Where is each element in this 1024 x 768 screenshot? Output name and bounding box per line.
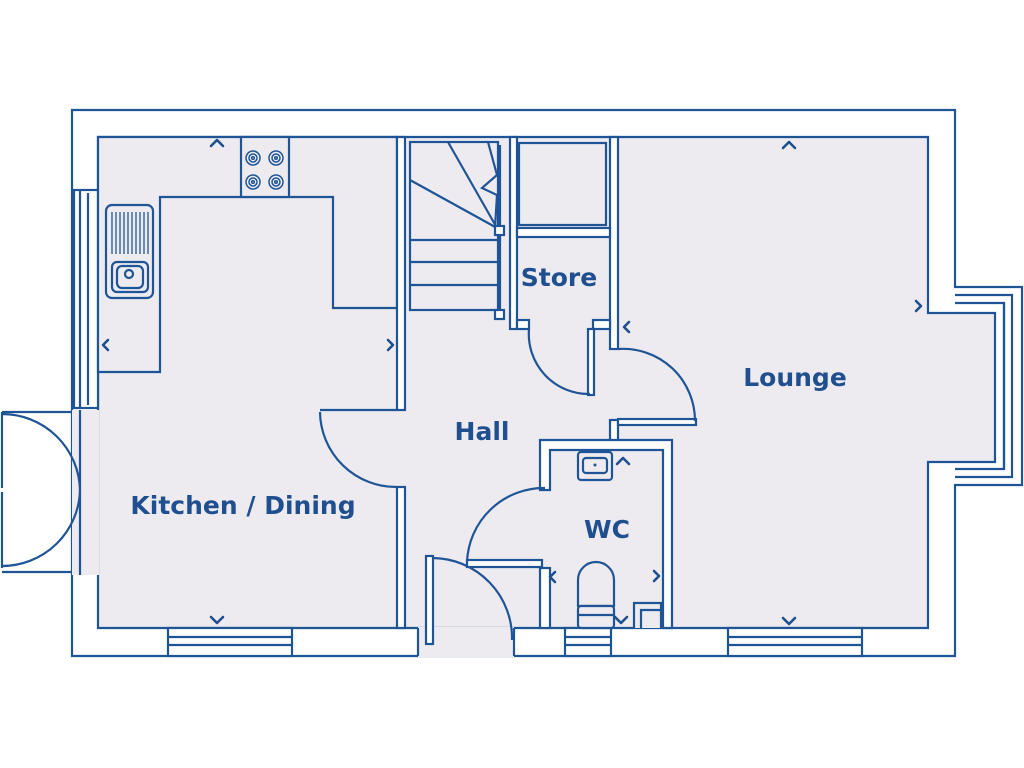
store-cupboard bbox=[517, 141, 608, 227]
kitchen-door-swing bbox=[318, 408, 398, 489]
wall-store-jamb-left bbox=[515, 318, 531, 331]
stairs-icon bbox=[408, 140, 506, 321]
wall-store-jamb-right bbox=[591, 318, 612, 331]
wall-hall-lounge-lower bbox=[608, 418, 620, 444]
basin-icon bbox=[576, 450, 614, 482]
bay-window bbox=[955, 293, 1014, 479]
store-door-leaf bbox=[586, 327, 596, 397]
toilet-icon bbox=[576, 560, 616, 630]
wc-boxing bbox=[632, 601, 663, 628]
floor-area bbox=[98, 137, 995, 628]
wall-wc bbox=[538, 438, 674, 630]
wall-kitchen-hall-upper bbox=[395, 135, 407, 412]
window-kitchen-bottom bbox=[166, 626, 294, 658]
chevron-icon bbox=[101, 138, 923, 626]
lounge-door-swing bbox=[617, 347, 697, 422]
hob-icon bbox=[239, 135, 291, 199]
inner-wall-line bbox=[96, 135, 997, 630]
store-door-swing bbox=[527, 328, 591, 396]
wall-kitchen-hall-lower bbox=[395, 485, 407, 630]
wall-lounge-door-leaf bbox=[616, 417, 698, 427]
sink-icon bbox=[104, 203, 155, 300]
wall-store-divider bbox=[515, 226, 612, 239]
room-label-lounge: Lounge bbox=[743, 363, 847, 392]
room-label-store: Store bbox=[521, 263, 597, 292]
window-wc bbox=[563, 626, 613, 658]
wall-wc-left-lower bbox=[538, 566, 552, 630]
window-kitchen-left bbox=[72, 188, 100, 410]
room-label-hall: Hall bbox=[455, 417, 510, 446]
room-label-kitchen: Kitchen / Dining bbox=[130, 491, 355, 520]
hall-cupboard-ledge bbox=[465, 558, 544, 569]
window-lounge-bottom bbox=[726, 626, 864, 658]
patio-doors bbox=[0, 410, 99, 575]
front-door bbox=[416, 554, 516, 657]
wall-store-lounge bbox=[608, 135, 620, 351]
wc-door-swing bbox=[465, 486, 546, 563]
room-label-wc: WC bbox=[584, 515, 630, 544]
